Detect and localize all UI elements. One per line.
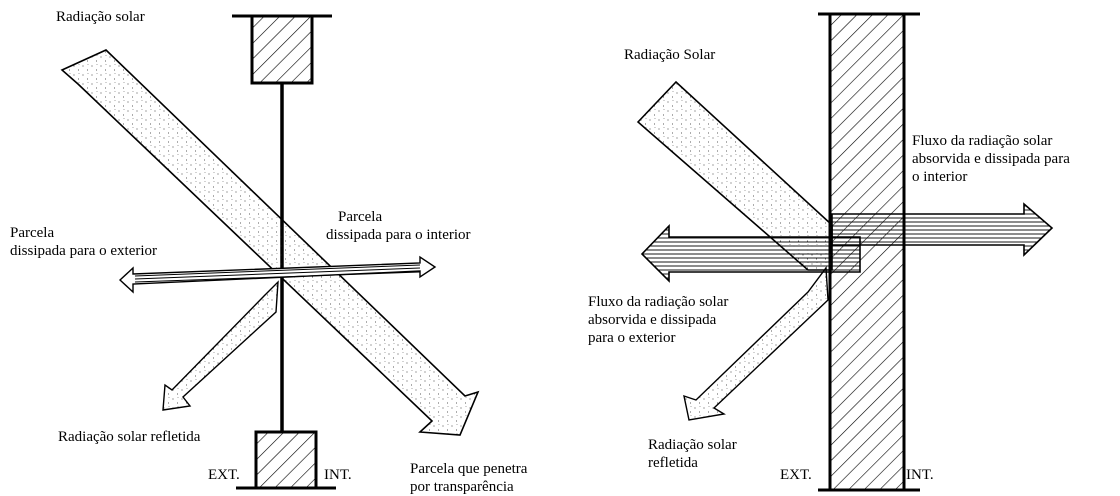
left-panel bbox=[60, 14, 480, 490]
label-line: o interior bbox=[912, 169, 968, 185]
label-line: Parcela bbox=[338, 209, 383, 225]
right-reflected-label: Radiação solar refletida bbox=[648, 436, 737, 472]
right-exterior-flux-arrow bbox=[640, 224, 861, 283]
right-interior-flux-arrow bbox=[831, 202, 1054, 257]
left-ext-label: EXT. bbox=[208, 467, 240, 483]
left-bottom-frame bbox=[236, 430, 336, 490]
left-interior-share-label: Parcela dissipada para o interior bbox=[326, 208, 471, 244]
label-line: para o exterior bbox=[588, 330, 676, 346]
label-line: Fluxo da radiação solar bbox=[912, 133, 1053, 149]
right-reflected-beam bbox=[683, 266, 829, 421]
label-line: Radiação solar bbox=[648, 437, 737, 453]
label-line: absorvida e dissipada para bbox=[912, 151, 1070, 167]
right-incident-label: Radiação Solar bbox=[624, 47, 716, 63]
label-line: dissipada para o exterior bbox=[10, 243, 158, 259]
label-line: dissipada para o interior bbox=[326, 227, 471, 243]
left-int-label: INT. bbox=[324, 467, 352, 483]
label-line: por transparência bbox=[410, 479, 514, 495]
label-line: Parcela bbox=[10, 225, 55, 241]
right-exterior-flux-label: Fluxo da radiação solar absorvida e diss… bbox=[588, 293, 728, 347]
left-incident-label: Radiação solar bbox=[56, 9, 145, 25]
right-panel bbox=[636, 12, 1054, 492]
label-line: Parcela que penetra bbox=[410, 461, 528, 477]
label-line: Fluxo da radiação solar bbox=[588, 294, 729, 310]
left-transmitted-label: Parcela que penetra por transparência bbox=[410, 460, 527, 496]
left-exterior-share-label: Parcela dissipada para o exterior bbox=[10, 224, 157, 260]
left-incident-beam bbox=[60, 49, 480, 436]
left-reflected-label: Radiação solar refletida bbox=[58, 429, 201, 445]
right-ext-label: EXT. bbox=[780, 467, 812, 483]
left-reflected-beam bbox=[162, 280, 279, 411]
label-line: refletida bbox=[648, 455, 698, 471]
left-dissipation-arrow bbox=[118, 255, 437, 294]
right-interior-flux-label: Fluxo da radiação solar absorvida e diss… bbox=[912, 132, 1070, 186]
label-line: absorvida e dissipada bbox=[588, 312, 717, 328]
left-top-frame bbox=[232, 14, 332, 85]
right-int-label: INT. bbox=[906, 467, 934, 483]
